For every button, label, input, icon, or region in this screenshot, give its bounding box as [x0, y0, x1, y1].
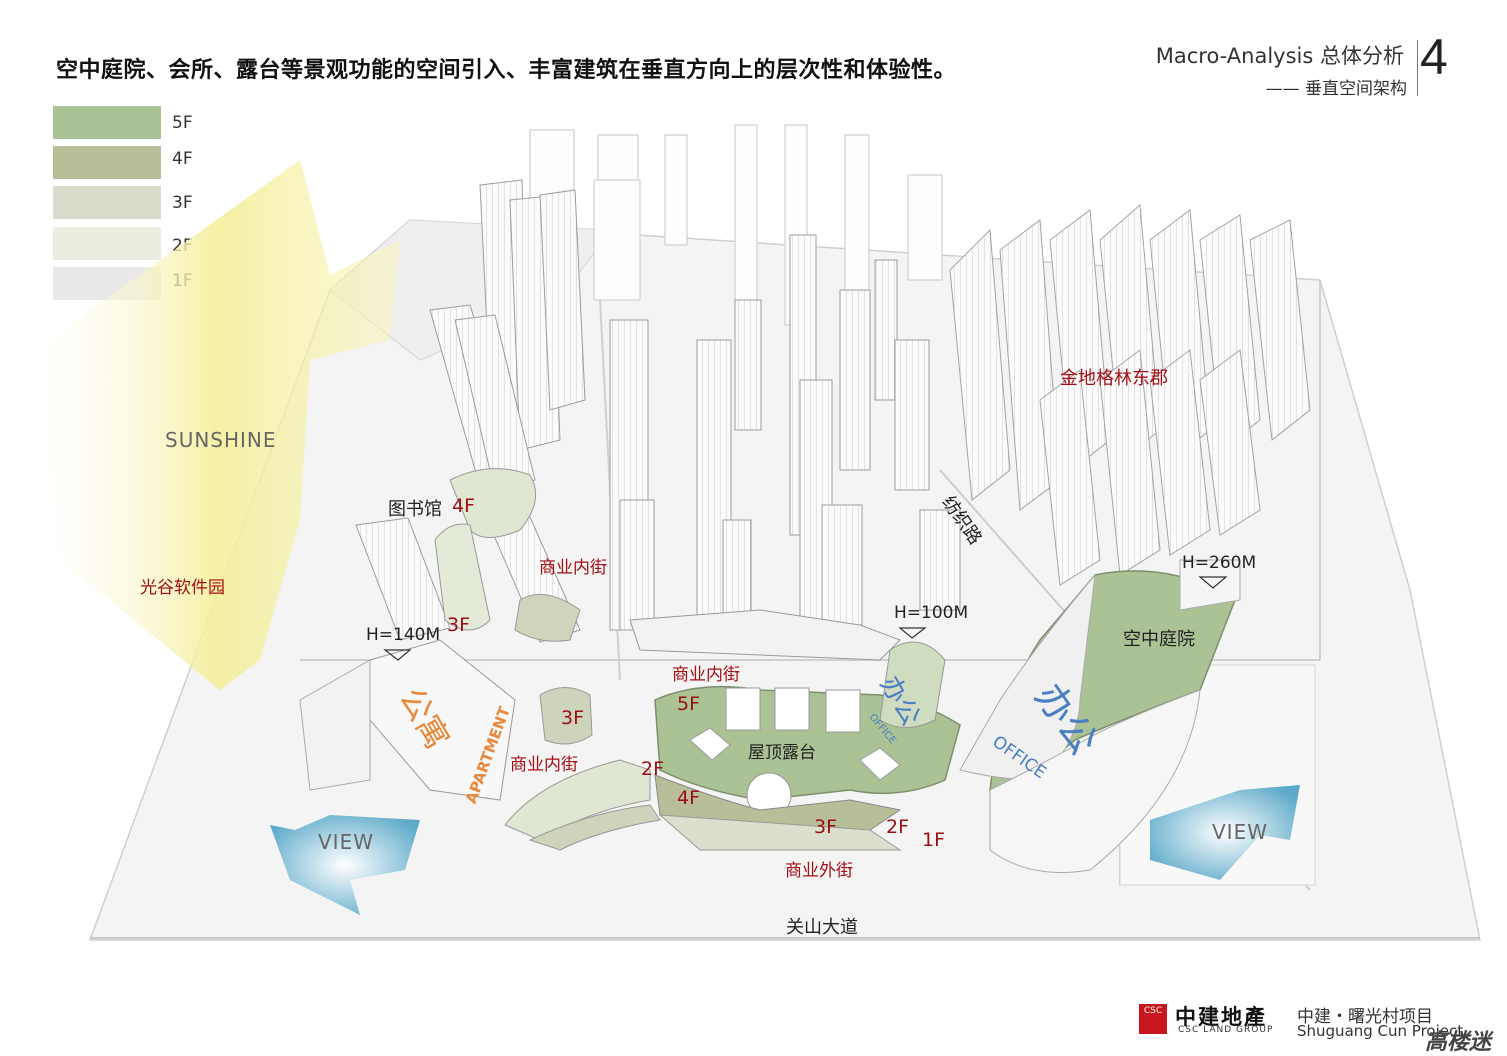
- floor-tag-3f-library: 3F: [447, 614, 471, 636]
- floor-tag-1f: 1F: [922, 829, 946, 851]
- legend-label-3f: 3F: [172, 193, 193, 213]
- inner-street-label-2: 商业内街: [672, 665, 740, 685]
- header-divider: [1417, 40, 1418, 96]
- legend-swatch-5f: [53, 106, 161, 139]
- sunshine-beam: [35, 160, 400, 690]
- view-arrow-left: [270, 815, 420, 915]
- height-260-label: H=260M: [1182, 553, 1257, 573]
- floor-tag-5f: 5F: [677, 693, 701, 715]
- apartment-tower: [299, 639, 516, 801]
- height-marker-140-icon: [383, 649, 412, 661]
- legend-label-5f: 5F: [172, 113, 193, 133]
- podium-roofs: [434, 468, 961, 851]
- page-number: 4: [1420, 29, 1448, 85]
- library-floor-label: 4F: [452, 495, 476, 517]
- view-label-right: VIEW: [1212, 820, 1268, 844]
- company-logo: CSC: [1139, 1004, 1167, 1034]
- company-name-en: CSC LAND GROUP: [1178, 1025, 1274, 1035]
- left-residential-towers: [355, 179, 586, 643]
- guanggu-label: 光谷软件园: [140, 578, 225, 598]
- office-tower-260: [959, 559, 1241, 873]
- sunshine-label: SUNSHINE: [165, 428, 277, 452]
- project-name-cn: 中建・曙光村项目: [1297, 1007, 1433, 1027]
- company-name-cn: 中建地產: [1175, 1004, 1267, 1029]
- page-headline: 空中庭院、会所、露台等景观功能的空间引入、丰富建筑在垂直方向上的层次性和体验性。: [56, 58, 957, 83]
- library-label: 图书馆: [388, 499, 442, 520]
- floor-tag-4f: 4F: [677, 787, 701, 809]
- inner-street-label-3: 商业内街: [510, 755, 578, 775]
- height-marker-100-icon: [898, 627, 927, 639]
- outer-street-label: 商业外街: [785, 861, 853, 881]
- legend-swatch-4f: [53, 146, 161, 179]
- floor-tag-3f-south: 3F: [814, 816, 838, 838]
- watermark: 高楼迷: [1425, 1030, 1492, 1055]
- legend-swatch-2f: [53, 227, 161, 260]
- office-tower-100: [879, 641, 946, 728]
- site-axonometric-drawing: [35, 124, 1481, 941]
- jindi-label: 金地格林东郡: [1060, 368, 1168, 389]
- right-residential-cluster: [949, 203, 1311, 586]
- floor-tag-2f-east: 2F: [886, 816, 910, 838]
- legend-label-4f: 4F: [172, 149, 193, 169]
- section-subtitle: —— 垂直空间架构: [1265, 79, 1407, 99]
- floor-tag-2f-west: 2F: [641, 758, 665, 780]
- project-name-en: Shuguang Cun Project: [1297, 1022, 1464, 1040]
- view-arrow-right: [1150, 785, 1300, 880]
- sky-court-label: 空中庭院: [1123, 629, 1195, 650]
- guanshan-avenue-label: 关山大道: [786, 917, 858, 938]
- height-100-label: H=100M: [894, 603, 969, 623]
- height-marker-260-icon: [1198, 576, 1228, 589]
- legend-swatch-3f: [53, 186, 161, 219]
- section-title: Macro-Analysis 总体分析: [1155, 44, 1404, 68]
- inner-street-label-1: 商业内街: [539, 558, 607, 578]
- roof-terrace-label: 屋顶露台: [748, 743, 816, 763]
- view-label-left: VIEW: [318, 830, 374, 854]
- floor-tag-3f-block: 3F: [561, 707, 585, 729]
- center-residential-towers: [609, 234, 961, 641]
- height-140-label: H=140M: [366, 625, 441, 645]
